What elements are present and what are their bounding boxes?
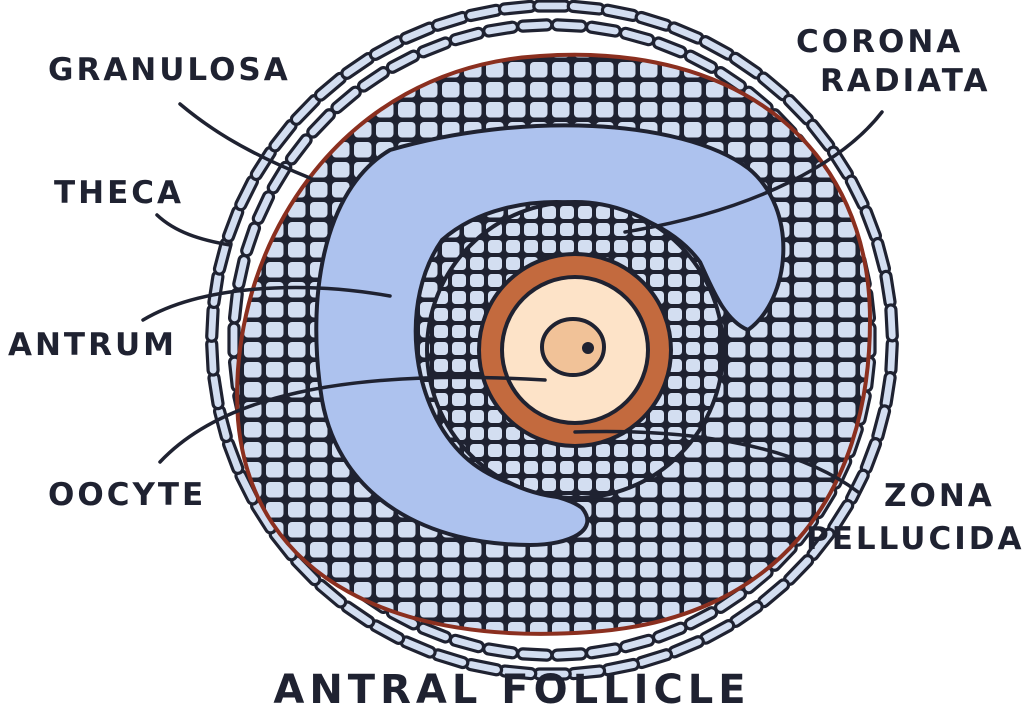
theca-cell — [497, 0, 537, 16]
granulosa-label: GRANULOSA — [48, 52, 291, 88]
theca-cell — [227, 287, 244, 325]
theca-cell — [871, 404, 892, 443]
theca-cell — [600, 3, 640, 22]
theca-cell — [207, 270, 225, 310]
theca-cell — [463, 3, 503, 23]
theca-cell — [618, 26, 656, 47]
theca-cell — [634, 648, 674, 670]
oocyte-leader — [158, 375, 547, 464]
theca-cell — [232, 253, 251, 291]
theca-cell — [651, 621, 688, 644]
theca-cell — [431, 648, 470, 670]
theca-cell — [859, 205, 882, 243]
theca-cell — [482, 642, 520, 660]
theca-cell — [207, 371, 225, 411]
zona-pellucida-label-line2: PELLUCIDA — [806, 521, 1024, 557]
oocyte-nucleolus — [582, 342, 594, 354]
theca-cell — [448, 633, 486, 654]
theca-cell — [399, 21, 437, 45]
theca-cell — [634, 10, 673, 32]
diagram-title: ANTRAL FOLLICLE — [273, 667, 750, 713]
theca-cell — [550, 18, 588, 33]
corona-radiata-label-line2: RADIATA — [820, 63, 990, 99]
theca-cell — [205, 303, 220, 343]
theca-leader — [155, 213, 232, 247]
theca-cell — [651, 36, 688, 59]
zona-pellucida-label-line1: ZONA — [884, 478, 995, 514]
theca-cell — [550, 647, 588, 662]
antrum-leader — [141, 285, 392, 322]
corona-radiata-leader — [623, 110, 884, 234]
theca-cell — [532, 0, 572, 13]
theca-cell — [618, 633, 656, 654]
theca-cell — [227, 321, 241, 359]
theca-label: THECA — [54, 175, 184, 211]
oocyte-label: OOCYTE — [48, 477, 206, 513]
antrum-cavity — [314, 123, 786, 548]
theca-cell — [879, 370, 897, 410]
theca-cell — [482, 20, 520, 38]
zona-pellucida-leader — [573, 429, 860, 494]
theca-cell — [667, 635, 705, 659]
theca-cell — [584, 642, 622, 660]
theca-cell — [448, 26, 486, 47]
theca-cell — [871, 236, 892, 276]
theca-cell — [516, 18, 554, 33]
theca-cell — [584, 20, 622, 38]
theca-cell — [251, 190, 276, 226]
theca-cell — [516, 647, 554, 662]
theca-cell — [430, 10, 470, 32]
theca-cell — [879, 269, 897, 309]
theca-cell — [212, 404, 233, 444]
theca-cell — [416, 36, 453, 59]
antrum-label: ANTRUM — [8, 327, 177, 363]
theca-cell — [205, 337, 220, 377]
oocyte-nucleus — [540, 317, 606, 377]
theca-cell — [884, 337, 899, 377]
theca-cell — [884, 303, 899, 343]
granulosa-leader — [178, 102, 312, 180]
theca-cell — [566, 0, 606, 16]
corona-radiata-label-line1: CORONA — [796, 24, 963, 60]
theca-cell — [240, 221, 262, 258]
